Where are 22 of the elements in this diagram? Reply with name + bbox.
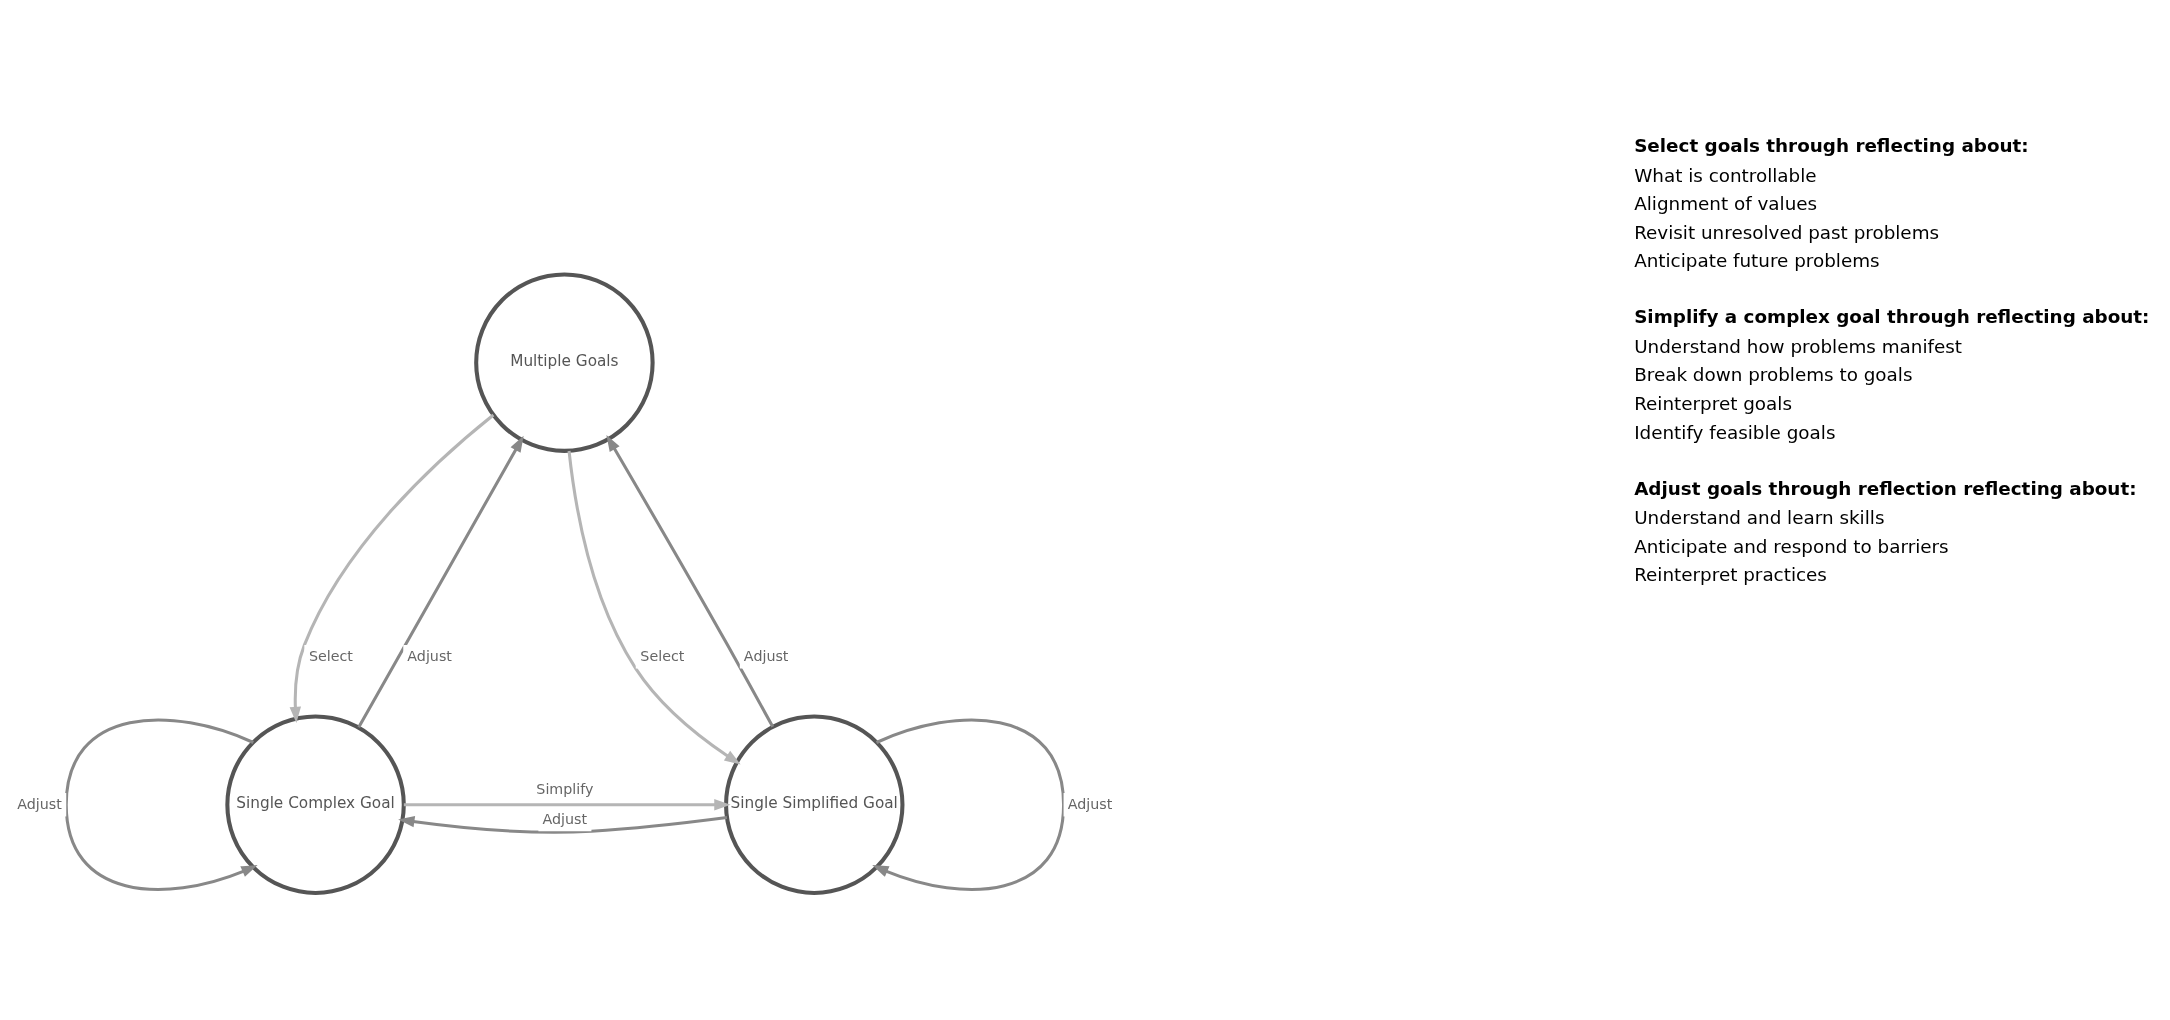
label: Anticipate and respond to barriers — [1634, 535, 1949, 557]
label: Identify feasible goals — [1634, 421, 1836, 442]
label: What is controllable — [1634, 164, 1817, 186]
label: Reinterpret goals — [1634, 392, 1792, 414]
edge-label: Adjust — [542, 810, 588, 827]
edge-label: Adjust — [17, 795, 62, 812]
label: Anticipate future problems — [1634, 249, 1880, 271]
edge-label: Adjust — [407, 647, 452, 664]
label: Adjust goals through reflection reflecting about: — [1634, 477, 2137, 499]
edge-label: Select — [640, 647, 685, 664]
label: Select goals through reflecting about: — [1634, 134, 2029, 156]
label: Understand and learn skills — [1634, 506, 1885, 528]
label: Reinterpret practices — [1634, 563, 1827, 585]
edge-label: Select — [308, 647, 353, 664]
edge-label: Adjust — [743, 647, 789, 664]
label: Break down problems to goals — [1634, 363, 1913, 385]
label: Revisit unresolved past problems — [1634, 221, 1940, 243]
label: Understand how problems manifest — [1634, 335, 1963, 357]
label: Simplify a complex goal through reflecting about: — [1634, 305, 2150, 327]
label: Alignment of values — [1634, 192, 1818, 214]
edge-label: Simplify — [536, 780, 594, 797]
edge-label: Adjust — [1067, 795, 1113, 812]
